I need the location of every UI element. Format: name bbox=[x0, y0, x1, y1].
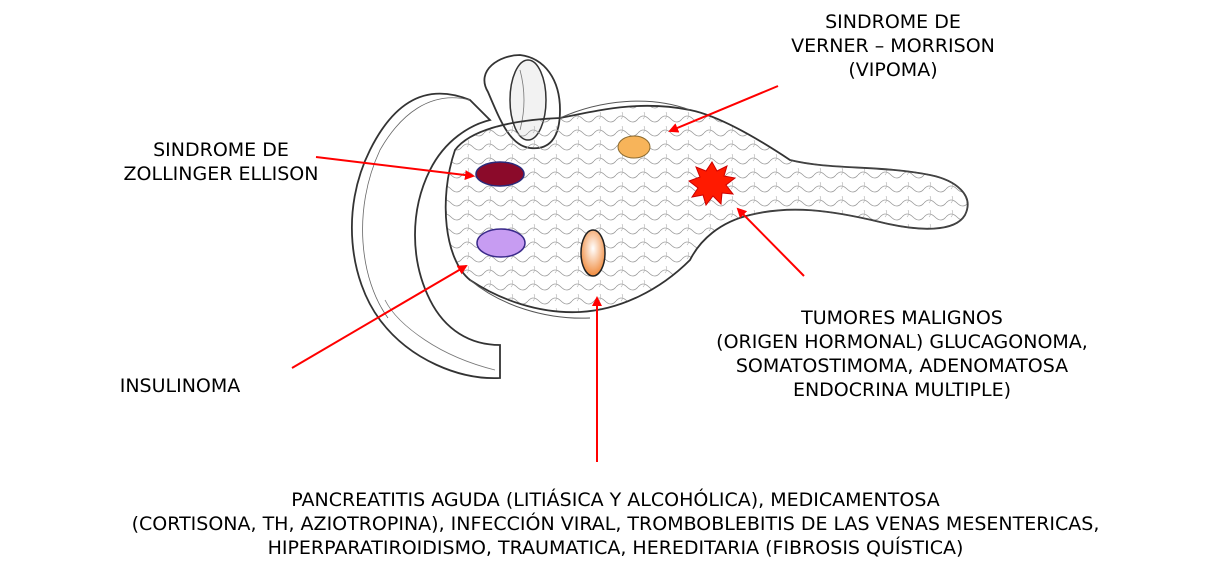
pancreatitis-marker bbox=[581, 230, 605, 276]
label-line: SINDROME DE bbox=[748, 10, 1038, 34]
label-line: (CORTISONA, TH, AZIOTROPINA), INFECCIÓN … bbox=[0, 512, 1231, 536]
vipoma-marker bbox=[618, 136, 650, 158]
label-insulinoma: INSULINOMA bbox=[80, 374, 280, 398]
label-verner-morrison: SINDROME DE VERNER – MORRISON (VIPOMA) bbox=[748, 10, 1038, 82]
pancreas-body bbox=[446, 106, 968, 312]
label-line: ZOLLINGER ELLISON bbox=[96, 162, 346, 186]
label-line: ENDOCRINA MULTIPLE) bbox=[652, 378, 1152, 402]
label-line: SINDROME DE bbox=[96, 138, 346, 162]
label-line: (VIPOMA) bbox=[748, 58, 1038, 82]
insulinoma-marker bbox=[477, 229, 525, 257]
label-line: PANCREATITIS AGUDA (LITIÁSICA Y ALCOHÓLI… bbox=[0, 488, 1231, 512]
label-line: (ORIGEN HORMONAL) GLUCAGONOMA, bbox=[652, 330, 1152, 354]
label-pancreatitis: PANCREATITIS AGUDA (LITIÁSICA Y ALCOHÓLI… bbox=[0, 488, 1231, 560]
label-tumores-malignos: TUMORES MALIGNOS (ORIGEN HORMONAL) GLUCA… bbox=[652, 306, 1152, 402]
label-zollinger-ellison: SINDROME DE ZOLLINGER ELLISON bbox=[96, 138, 346, 186]
label-line: HIPERPARATIROIDISMO, TRAUMATICA, HEREDIT… bbox=[0, 536, 1231, 560]
label-line: SOMATOSTIMOMA, ADENOMATOSA bbox=[652, 354, 1152, 378]
zollinger-marker bbox=[476, 162, 524, 186]
arrow-tumores bbox=[738, 209, 804, 276]
label-line: INSULINOMA bbox=[80, 374, 280, 398]
label-line: VERNER – MORRISON bbox=[748, 34, 1038, 58]
label-line: TUMORES MALIGNOS bbox=[652, 306, 1152, 330]
